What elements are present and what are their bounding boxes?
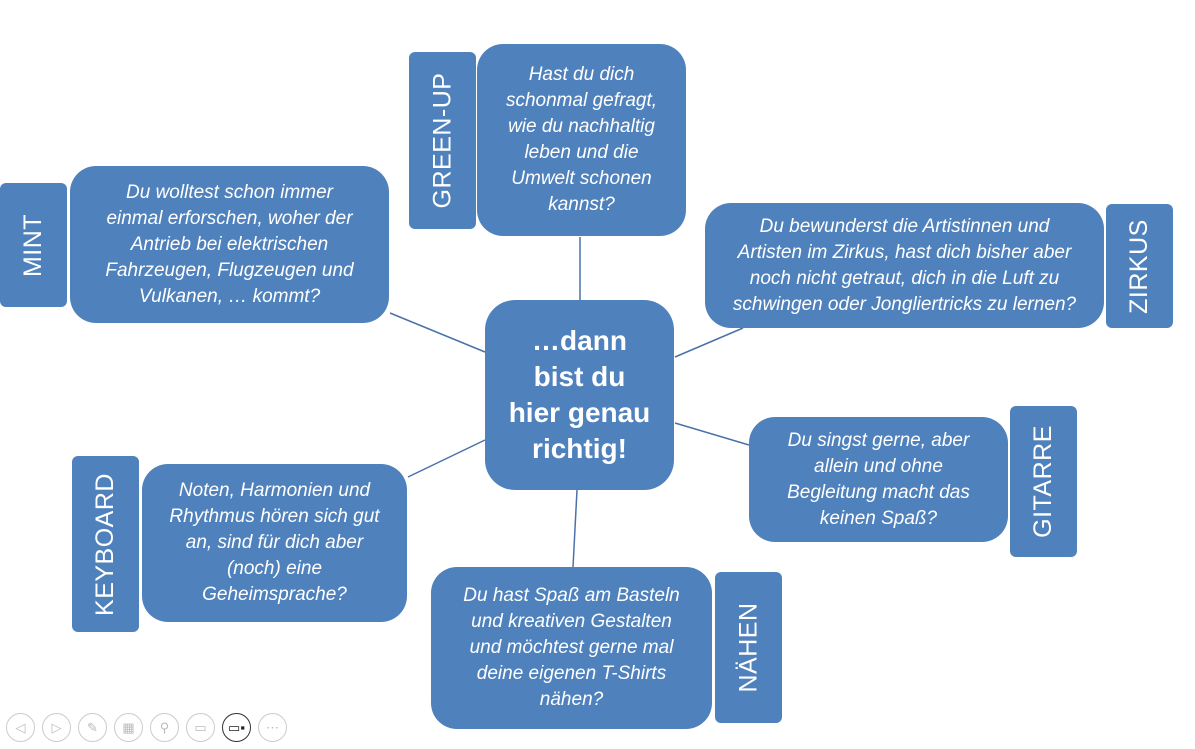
keyboard-bubble: Noten, Harmonien und Rhythmus hören sich… xyxy=(142,464,407,622)
connector-zirkus xyxy=(674,327,744,358)
connector-naehen xyxy=(572,489,578,568)
gitarre-label: GITARRE xyxy=(1010,406,1077,557)
connector-gitarre xyxy=(674,422,750,446)
gitarre-bubble: Du singst gerne, aber allein und ohne Be… xyxy=(749,417,1008,542)
slides-grid-icon: ▦ xyxy=(122,719,135,735)
see-all-slides-button[interactable]: ▦ xyxy=(114,713,143,742)
connector-mint xyxy=(389,312,486,353)
greenup-bubble: Hast du dich schonmal gefragt, wie du na… xyxy=(477,44,686,236)
connector-keyboard xyxy=(407,439,486,478)
triangle-left-icon: ◁ xyxy=(15,719,26,735)
pen-icon: ✎ xyxy=(87,719,98,735)
subtitles-button[interactable]: ▭ xyxy=(186,713,215,742)
pen-button[interactable]: ✎ xyxy=(78,713,107,742)
mint-bubble: Du wolltest schon immer einmal erforsche… xyxy=(70,166,389,323)
subtitles-icon: ▭ xyxy=(194,719,207,735)
zirkus-label: ZIRKUS xyxy=(1106,204,1173,328)
greenup-label: GREEN-UP xyxy=(409,52,476,229)
more-options-button[interactable]: ⋯ xyxy=(258,713,287,742)
triangle-right-icon: ▷ xyxy=(51,719,62,735)
previous-slide-button[interactable]: ◁ xyxy=(6,713,35,742)
zoom-button[interactable]: ⚲ xyxy=(150,713,179,742)
magnifier-icon: ⚲ xyxy=(159,719,170,735)
camera-button[interactable]: ▭▪ xyxy=(222,713,251,742)
zirkus-bubble: Du bewunderst die Artistinnen und Artist… xyxy=(705,203,1104,328)
naehen-label: NÄHEN xyxy=(715,572,782,723)
camera-icon: ▭▪ xyxy=(228,719,245,735)
slideshow-toolbar: ◁ ▷ ✎ ▦ ⚲ ▭ ▭▪ ⋯ xyxy=(6,713,287,742)
more-icon: ⋯ xyxy=(266,719,279,735)
mint-label: MINT xyxy=(0,183,67,307)
keyboard-label: KEYBOARD xyxy=(72,456,139,632)
naehen-bubble: Du hast Spaß am Basteln und kreativen Ge… xyxy=(431,567,712,729)
next-slide-button[interactable]: ▷ xyxy=(42,713,71,742)
center-node: …dann bist du hier genau richtig! xyxy=(485,300,674,490)
